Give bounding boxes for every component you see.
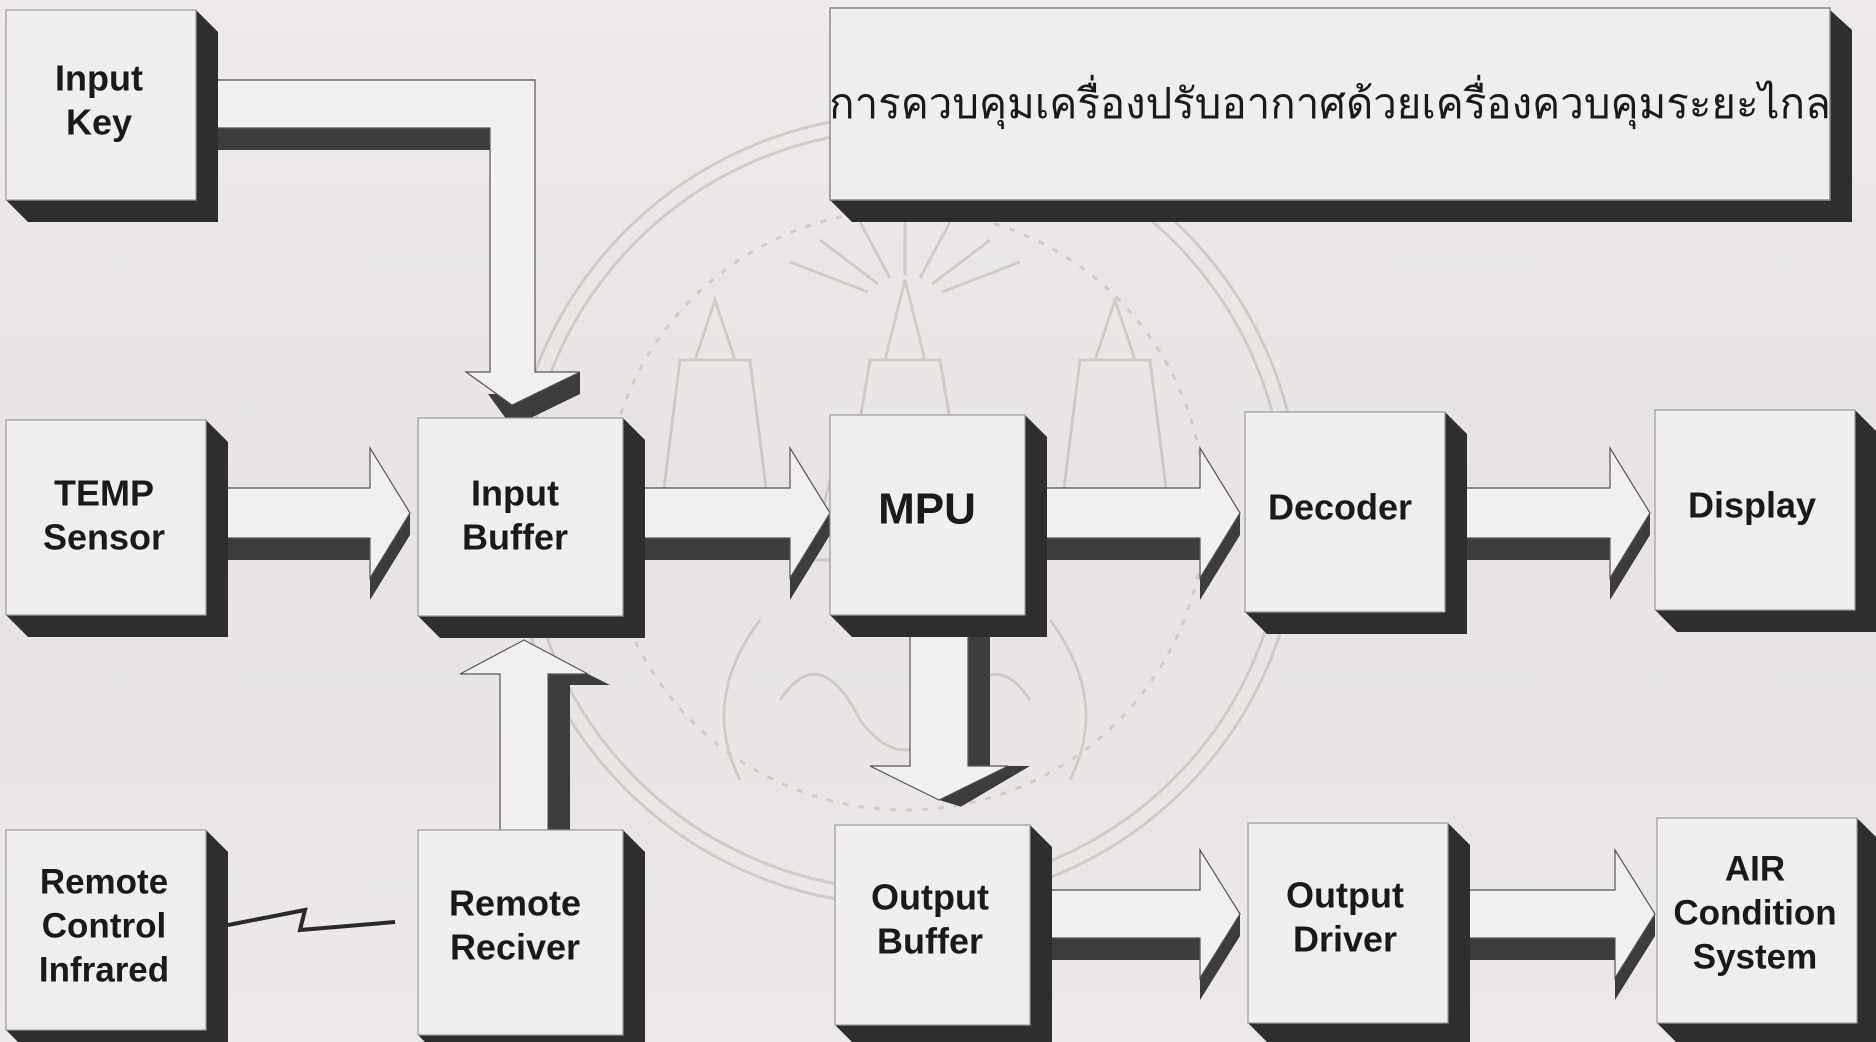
block-label-air-condition-2: System [1693, 937, 1818, 976]
arrow-mpu-to-decoder [1019, 445, 1241, 600]
block-label-input-buffer-0: Input [471, 473, 559, 514]
arrow-remote-reciver-to-input-buffer [459, 639, 610, 831]
block-label-decoder-0: Decoder [1268, 487, 1412, 528]
block-face [5, 9, 197, 201]
block-label-temp-sensor-0: TEMP [54, 473, 154, 514]
block-label-output-buffer-1: Buffer [877, 921, 983, 962]
title-box-shadow [830, 10, 1852, 222]
arrow-temp-sensor-to-input-buffer [204, 445, 411, 600]
title-box: การควบคุมเครื่องปรับอากาศด้วยเครื่องควบค… [829, 7, 1852, 222]
block-face [417, 829, 624, 1036]
diagram-title: การควบคุมเครื่องปรับอากาศด้วยเครื่องควบค… [829, 75, 1831, 130]
block-face [5, 829, 207, 1031]
arrow-output-buffer-to-output-driver [1024, 847, 1241, 1000]
block-label-output-buffer-0: Output [871, 877, 989, 918]
block-label-input-key-1: Key [66, 102, 132, 143]
lightning-zigzag-icon [227, 907, 396, 933]
block-label-remote-control-0: Remote [40, 862, 168, 901]
block-display: Display [1654, 409, 1876, 632]
block-label-output-driver-1: Driver [1293, 919, 1397, 960]
block-label-mpu-0: MPU [878, 484, 976, 533]
block-face [417, 417, 624, 617]
block-label-output-driver-0: Output [1286, 875, 1404, 916]
block-label-input-buffer-1: Buffer [462, 517, 568, 558]
block-face [1247, 822, 1449, 1024]
block-label-air-condition-0: AIR [1725, 849, 1785, 888]
block-decoder: Decoder [1244, 411, 1467, 634]
block-face [834, 824, 1031, 1026]
block-face [829, 414, 1026, 616]
connector-arrows [194, 79, 1656, 1000]
block-label-temp-sensor-1: Sensor [43, 517, 165, 558]
block-face [5, 419, 207, 616]
blocks: InputKeyTEMPSensorRemoteControlInfraredI… [5, 9, 1876, 1042]
title-box-face [829, 7, 1831, 201]
block-face [1654, 409, 1856, 611]
arrow-input-buffer-to-mpu [619, 445, 831, 600]
block-label-display-0: Display [1688, 485, 1816, 526]
block-label-remote-receiver-1: Reciver [450, 927, 580, 968]
arrow-input-key-to-input-buffer [194, 79, 581, 427]
block-label-remote-receiver-0: Remote [449, 883, 581, 924]
block-shadow [6, 10, 218, 222]
arrow-output-driver-to-air-condition [1439, 847, 1656, 1000]
arrow-decoder-to-display [1439, 445, 1651, 600]
block-label-remote-control-2: Infrared [39, 950, 169, 989]
block-label-air-condition-1: Condition [1673, 893, 1836, 932]
block-label-input-key-0: Input [55, 58, 143, 99]
block-face [1244, 411, 1446, 613]
block-face [1656, 817, 1858, 1024]
block-label-remote-control-1: Control [42, 906, 166, 945]
block-mpu: MPU [829, 414, 1047, 637]
